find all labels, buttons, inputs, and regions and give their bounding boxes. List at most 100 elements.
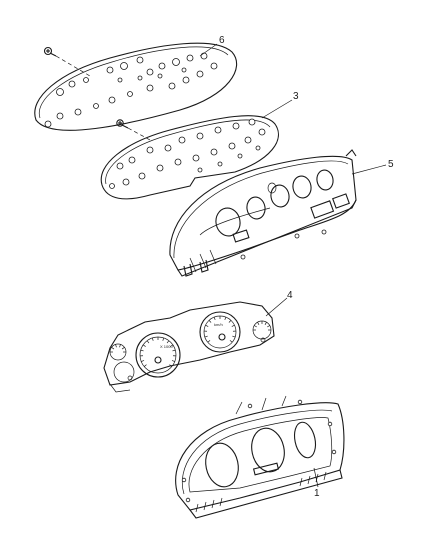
- mounting-hole: [93, 103, 99, 109]
- gauge-tick: [119, 344, 121, 348]
- mounting-hole: [248, 118, 256, 126]
- callout-3: 3: [293, 91, 299, 102]
- mounting-hole: [157, 73, 163, 79]
- svg-text:X 1000: X 1000: [160, 344, 173, 349]
- mounting-hole: [138, 172, 146, 180]
- mounting-hole: [297, 399, 303, 405]
- gauge-tick: [228, 320, 232, 323]
- mounting-hole: [232, 122, 240, 130]
- callout-6: 6: [219, 35, 225, 46]
- mounting-hole: [116, 162, 124, 170]
- gauge-tick: [111, 347, 115, 350]
- gauge-tick: [140, 349, 144, 352]
- mounting-hole: [128, 156, 136, 164]
- gauge-tick: [151, 337, 154, 341]
- mounting-hole: [56, 112, 64, 120]
- gauge-tick: [264, 322, 267, 325]
- mounting-hole: [200, 52, 208, 60]
- mounting-hole: [228, 142, 236, 150]
- mounting-hole: [74, 108, 82, 116]
- callout-4: 4: [287, 290, 293, 301]
- leader-line: [127, 127, 151, 141]
- gauge-tick: [121, 347, 125, 350]
- gauge-tick: [213, 317, 216, 321]
- mounting-hole: [172, 58, 180, 66]
- mounting-hole: [146, 146, 154, 154]
- mounting-hole: [181, 67, 187, 73]
- gauge-tick: [207, 340, 211, 343]
- gauge-tick: [205, 324, 209, 327]
- mounting-hole: [196, 70, 204, 78]
- gauge-tick: [166, 340, 170, 344]
- mounting-hole: [106, 66, 114, 74]
- gauge-tick: [169, 364, 173, 367]
- gauge-tick: [146, 340, 150, 344]
- mounting-hole: [156, 164, 164, 172]
- mounting-hole: [146, 84, 154, 92]
- mounting-hole: [136, 56, 144, 64]
- gauge-tick: [141, 360, 145, 362]
- gauge-tick: [162, 337, 165, 341]
- gauge-tick: [170, 344, 174, 347]
- mounting-hole: [331, 449, 337, 455]
- gauge-tick: [143, 364, 147, 367]
- mounting-hole: [186, 54, 194, 62]
- mounting-hole: [109, 183, 115, 189]
- gauge-tick: [229, 340, 233, 343]
- part-1-bezel-lens: [175, 395, 345, 519]
- mounting-hole: [196, 132, 204, 140]
- mounting-hole: [217, 161, 223, 167]
- mounting-hole: [247, 403, 253, 409]
- mounting-hole: [44, 120, 52, 128]
- part-6-rear-circuit-board: [34, 42, 238, 131]
- gauge-tick: [267, 325, 270, 328]
- mounting-hole: [237, 153, 243, 159]
- mounting-hole: [122, 178, 130, 186]
- screw-icon: [43, 46, 57, 57]
- mounting-hole: [255, 145, 261, 151]
- screw-icon: [116, 119, 129, 129]
- gauge-tick: [257, 322, 260, 325]
- mounting-hole: [108, 96, 116, 104]
- mounting-hole: [83, 77, 89, 83]
- part-3-printed-circuit-board: [100, 115, 279, 200]
- gauge-tick: [171, 360, 175, 362]
- gauge-tick: [231, 324, 235, 327]
- gauge-tick: [254, 325, 257, 328]
- callout-5: 5: [388, 159, 394, 170]
- gauge-tick: [224, 317, 227, 321]
- mounting-hole: [178, 136, 186, 144]
- gauge-tick: [172, 349, 176, 352]
- mounting-hole: [120, 62, 128, 70]
- mounting-hole: [181, 477, 187, 483]
- mounting-hole: [197, 167, 203, 173]
- mounting-hole: [244, 136, 252, 144]
- mounting-hole: [168, 82, 176, 90]
- mounting-hole: [164, 144, 172, 152]
- mounting-hole: [137, 75, 143, 81]
- mounting-hole: [258, 128, 266, 136]
- mounting-hole: [185, 497, 191, 503]
- gauge-tick: [204, 335, 208, 338]
- callout-leaders: [199, 43, 387, 488]
- svg-text:km/h: km/h: [214, 322, 223, 327]
- gauge-tick: [115, 344, 117, 348]
- mounting-hole: [158, 62, 166, 70]
- mounting-hole: [192, 154, 200, 162]
- mounting-hole: [68, 80, 76, 88]
- mounting-hole: [210, 148, 218, 156]
- mounting-hole: [117, 77, 123, 83]
- gauge-tick: [232, 335, 236, 338]
- mounting-hole: [214, 126, 222, 134]
- mounting-hole: [210, 62, 218, 70]
- callout-1: 1: [314, 488, 320, 499]
- gauge-tick: [142, 344, 146, 347]
- mounting-hole: [146, 68, 154, 76]
- part-5-cluster-housing: [169, 149, 357, 277]
- mounting-hole: [56, 88, 64, 96]
- mounting-hole: [327, 421, 333, 427]
- mounting-hole: [182, 76, 190, 84]
- gauge-tick: [208, 320, 212, 323]
